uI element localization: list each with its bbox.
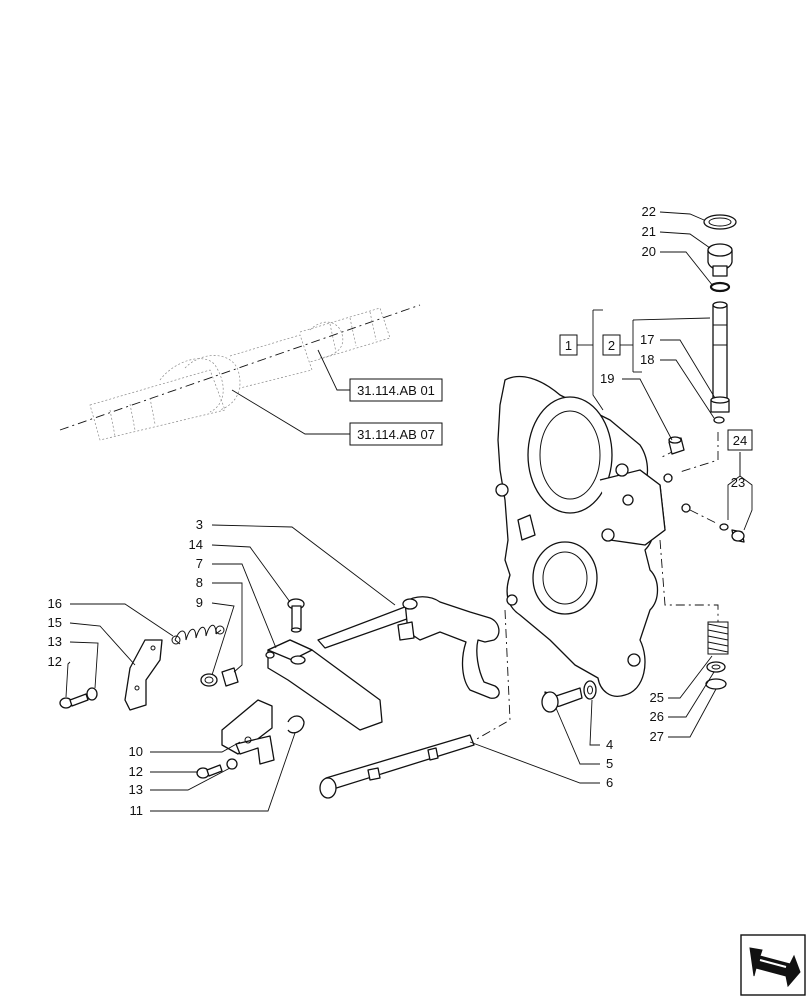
callout-26[interactable]: 26 <box>650 709 664 724</box>
callout-14[interactable]: 14 <box>189 537 203 552</box>
callout-6[interactable]: 6 <box>606 775 613 790</box>
bushing-18 <box>710 396 730 424</box>
bracket-15 <box>124 639 163 711</box>
o-ring-20 <box>709 281 731 293</box>
callout-21[interactable]: 21 <box>642 224 656 239</box>
bolt-4 <box>541 687 583 713</box>
washer-26 <box>706 661 726 673</box>
callout-16[interactable]: 16 <box>48 596 62 611</box>
reference-box-ab07[interactable]: 31.114.AB 07 <box>349 422 443 446</box>
lever-7 <box>265 639 383 731</box>
callout-9[interactable]: 9 <box>196 595 203 610</box>
shift-fork-3 <box>317 596 500 699</box>
washer-13-left <box>86 687 98 701</box>
bolt-12-left <box>59 693 89 709</box>
callout-3[interactable]: 3 <box>196 517 203 532</box>
svg-text:24: 24 <box>733 433 747 448</box>
callout-24[interactable]: 24 <box>727 429 753 451</box>
callout-5[interactable]: 5 <box>606 756 613 771</box>
pin-14 <box>287 598 305 633</box>
callout-7[interactable]: 7 <box>196 556 203 571</box>
callout-22[interactable]: 22 <box>642 204 656 219</box>
callout-12-left[interactable]: 12 <box>48 654 62 669</box>
cap-21 <box>707 243 733 277</box>
callout-10[interactable]: 10 <box>129 744 143 759</box>
shift-rod-6 <box>319 734 475 799</box>
callout-18[interactable]: 18 <box>640 352 654 367</box>
callout-27[interactable]: 27 <box>650 729 664 744</box>
callout-13-left[interactable]: 13 <box>48 634 62 649</box>
svg-text:1: 1 <box>565 338 572 353</box>
svg-text:31.114.AB 07: 31.114.AB 07 <box>357 427 435 442</box>
next-page-arrow-icon[interactable] <box>740 934 806 996</box>
callout-11[interactable]: 11 <box>130 803 144 818</box>
washer-5 <box>583 680 597 700</box>
plug-23 <box>719 523 745 543</box>
callout-4[interactable]: 4 <box>606 737 613 752</box>
callout-13-center[interactable]: 13 <box>129 782 143 797</box>
callout-8[interactable]: 8 <box>196 575 203 590</box>
callout-17[interactable]: 17 <box>640 332 654 347</box>
callout-15[interactable]: 15 <box>48 615 62 630</box>
pin-19 <box>668 436 685 455</box>
bracket-10 <box>221 699 275 765</box>
transmission-cover-housing <box>495 375 691 697</box>
callout-19[interactable]: 19 <box>600 371 614 386</box>
spring-25 <box>707 621 729 655</box>
callout-23[interactable]: 23 <box>731 475 745 490</box>
callout-20[interactable]: 20 <box>642 244 656 259</box>
svg-text:2: 2 <box>608 338 615 353</box>
callout-12-center[interactable]: 12 <box>129 764 143 779</box>
svg-text:31.114.AB 01: 31.114.AB 01 <box>357 383 435 398</box>
bolt-12-center <box>196 764 223 779</box>
snap-ring-22 <box>703 214 737 230</box>
clip-11 <box>287 715 305 734</box>
spring-16 <box>171 624 225 645</box>
callout-2[interactable]: 2 <box>602 334 621 356</box>
washer-13-center <box>226 758 238 770</box>
callout-1[interactable]: 1 <box>559 334 578 356</box>
roller-8 <box>221 667 239 687</box>
callout-25[interactable]: 25 <box>650 690 664 705</box>
reference-box-ab01[interactable]: 31.114.AB 01 <box>349 378 443 402</box>
shift-rod-17 <box>712 301 728 401</box>
roller-9 <box>200 673 218 687</box>
splined-shaft-assembly <box>59 304 421 441</box>
